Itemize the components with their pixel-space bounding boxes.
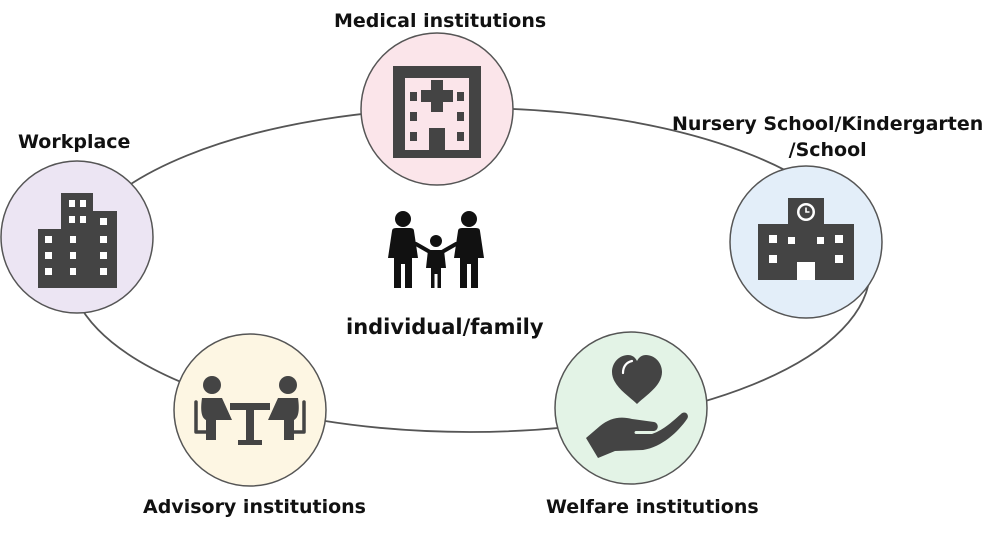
- node-school-label-line-1: Nursery School/Kindergarten: [672, 113, 984, 135]
- office-building-icon: [38, 193, 117, 288]
- node-welfare: [554, 331, 708, 485]
- node-workplace: [0, 160, 154, 314]
- hospital-icon: [393, 66, 481, 158]
- center-label: individual/family: [346, 315, 544, 339]
- consultation-icon: [194, 376, 306, 445]
- node-school-label-line-2: /School: [788, 139, 867, 161]
- node-welfare-circle: [554, 331, 708, 485]
- node-medical: [360, 32, 514, 186]
- node-school: [729, 165, 883, 319]
- node-advisory-label: Advisory institutions: [143, 496, 366, 518]
- heart-hand-icon: [586, 355, 688, 458]
- node-advisory: [173, 333, 327, 487]
- school-icon: [758, 198, 854, 280]
- node-workplace-label: Workplace: [18, 131, 131, 153]
- node-welfare-label: Welfare institutions: [546, 496, 759, 518]
- node-school-label: Nursery School/Kindergarten /School: [672, 111, 983, 163]
- family-icon: [388, 211, 484, 288]
- node-medical-label: Medical institutions: [334, 10, 547, 32]
